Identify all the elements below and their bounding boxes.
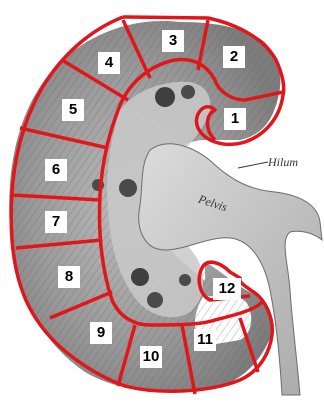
segment-label-4: 4 xyxy=(98,52,120,74)
vessel-dot xyxy=(155,87,175,107)
segment-label-3: 3 xyxy=(162,30,184,52)
vessel-dot xyxy=(147,292,163,308)
vessel-dot xyxy=(119,179,137,197)
hilum-leader-line xyxy=(238,162,268,168)
segment-label-9: 9 xyxy=(90,322,112,344)
vessel-dot xyxy=(131,268,149,286)
segment-label-2: 2 xyxy=(223,46,245,68)
segment-label-7: 7 xyxy=(45,211,67,233)
segment-label-10: 10 xyxy=(140,346,162,368)
vessel-dot xyxy=(179,274,191,286)
segment-label-11: 11 xyxy=(194,329,216,351)
segment-label-8: 8 xyxy=(58,266,80,288)
hilum-label: Hilum xyxy=(268,155,298,170)
vessel-dot xyxy=(181,85,195,99)
segment-label-12: 12 xyxy=(213,278,241,300)
segment-label-6: 6 xyxy=(45,159,67,181)
segment-label-5: 5 xyxy=(62,99,84,121)
segment-label-1: 1 xyxy=(224,108,246,130)
